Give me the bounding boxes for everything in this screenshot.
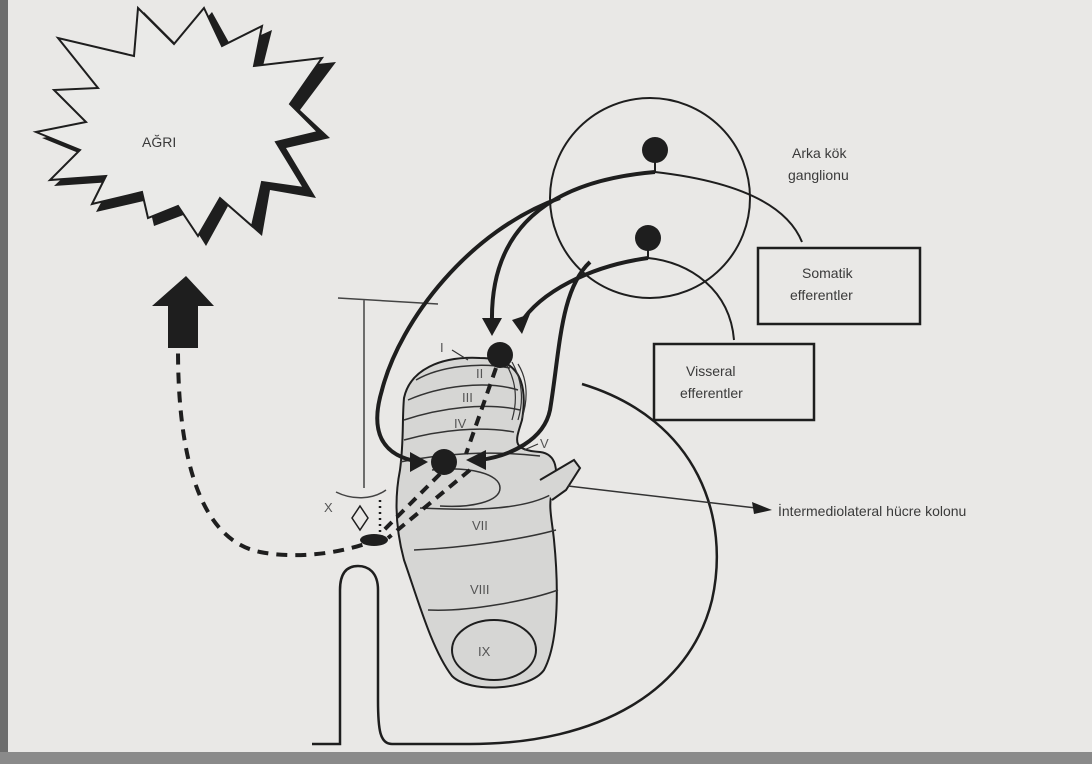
lamina-label-II: II	[476, 366, 483, 381]
somatic-efferents-box: Somatik efferentler	[758, 248, 920, 324]
lamina-label-IV: IV	[454, 416, 467, 431]
lamina-label-VII: VII	[472, 518, 488, 533]
commissure-crossing	[360, 534, 388, 546]
visceral-efferents-box: Visseral efferentler	[654, 344, 814, 420]
bottom-shadow-edge	[0, 752, 1092, 764]
ganglion-label-line2: ganglionu	[788, 167, 849, 183]
somatic-label-line2: efferentler	[790, 287, 853, 303]
lamina-ix-nucleus	[452, 620, 536, 680]
lamina-i-neuron	[487, 342, 513, 368]
lamina-label-V: V	[540, 436, 549, 451]
somatic-label-line1: Somatik	[802, 265, 854, 281]
somatic-box-frame	[758, 248, 920, 324]
ganglion-neuron-upper	[642, 137, 668, 163]
lamina-label-VIII: VIII	[470, 582, 490, 597]
left-shadow-edge	[0, 0, 8, 764]
ganglion-neuron-lower	[635, 225, 661, 251]
visceral-label-line2: efferentler	[680, 385, 743, 401]
lamina-label-I: I	[440, 340, 444, 355]
visceral-box-frame	[654, 344, 814, 420]
lamina-label-IX: IX	[478, 644, 491, 659]
ganglion-label-line1: Arka kök	[792, 145, 847, 161]
pain-label: AĞRI	[142, 134, 176, 150]
lamina-v-neuron	[431, 449, 457, 475]
visceral-label-line1: Visseral	[686, 363, 736, 379]
lamina-label-X: X	[324, 500, 333, 515]
intermediolateral-label: İntermediolateral hücre kolonu	[778, 502, 966, 519]
lamina-label-III: III	[462, 390, 473, 405]
